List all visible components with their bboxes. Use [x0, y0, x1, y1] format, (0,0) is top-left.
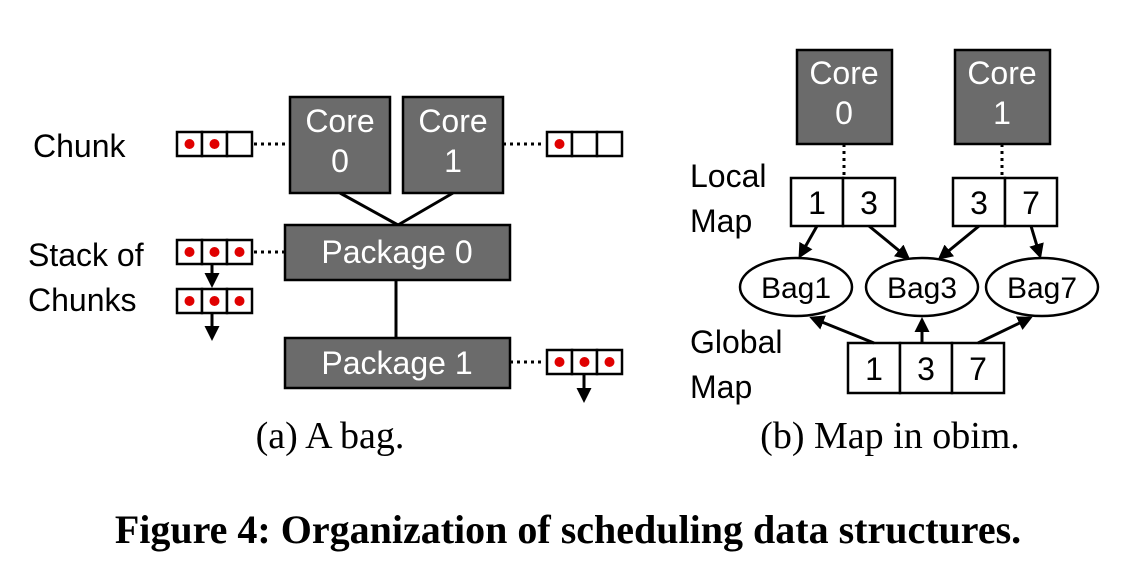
chunk-core1: [545, 130, 624, 158]
package-1-box: Package 1: [283, 336, 512, 390]
b-core-1-label-line2: 1: [993, 95, 1011, 131]
panel-a-caption: (a) A bag.: [256, 415, 405, 457]
panel-b-caption: (b) Map in obim.: [760, 415, 1020, 457]
stack-label-line1: Stack of: [28, 237, 144, 273]
b-core-0-label-line2: 0: [835, 95, 853, 131]
arrow-local-to-bag7: [1029, 225, 1044, 259]
stack-package0: [175, 238, 254, 341]
panel-a: Core 0 Core 1 Package 0 Package 1 Chunk …: [28, 95, 624, 457]
chunk-label: Chunk: [33, 128, 127, 164]
bag-7: Bag7: [984, 256, 1100, 318]
panel-b: Core 0 Core 1 Local Map Global Map 1 3 3…: [690, 48, 1100, 457]
global-map: 1 3 7: [846, 341, 1006, 395]
stack-package1: [545, 348, 624, 403]
package-0-label: Package 0: [321, 234, 472, 270]
b-core-1-label-line1: Core: [967, 55, 1036, 91]
local-map-core1: 3 7: [951, 176, 1059, 228]
chunk-item-dot: [554, 139, 565, 149]
core-1-label-line1: Core: [418, 103, 487, 139]
global-map-key: 7: [969, 351, 987, 387]
local-map-label-line2: Map: [690, 203, 752, 239]
local-map-core0-key: 1: [808, 185, 826, 221]
global-map-label-line1: Global: [690, 324, 783, 360]
core-0-label-line1: Core: [305, 103, 374, 139]
local-map-core0-key: 3: [860, 185, 878, 221]
arrow-local-to-bag3: [937, 224, 980, 260]
local-map-core0: 1 3: [789, 176, 897, 228]
local-map-core1-key: 7: [1022, 185, 1040, 221]
arrow-local-to-bag1: [798, 225, 819, 259]
chunk-item-dot: [209, 139, 220, 149]
global-map-key: 1: [865, 351, 883, 387]
global-map-key: 3: [917, 351, 935, 387]
bag-1-label: Bag1: [761, 272, 831, 305]
chunk-item-dot: [184, 139, 195, 149]
b-core-1-box: Core 1: [953, 48, 1052, 146]
edge-core0-package0: [339, 191, 399, 227]
edge-core1-package0: [397, 191, 454, 227]
figure-caption: Figure 4: Organization of scheduling dat…: [115, 507, 1021, 552]
package-1-label: Package 1: [321, 345, 472, 381]
b-core-0-box: Core 0: [795, 48, 894, 146]
arrow-local-to-bag3: [868, 224, 911, 260]
bag-3: Bag3: [864, 256, 980, 318]
core-1-box: Core 1: [401, 95, 505, 195]
local-map-core1-key: 3: [970, 185, 988, 221]
stack-label-line2: Chunks: [28, 282, 137, 318]
arrow-global-to-bag1: [809, 315, 875, 345]
core-1-label-line2: 1: [444, 143, 462, 179]
bag-3-label: Bag3: [887, 272, 957, 305]
bag-7-label: Bag7: [1007, 272, 1077, 305]
local-map-label-line1: Local: [690, 158, 767, 194]
bag-1: Bag1: [738, 256, 854, 318]
chunk-core0: [175, 130, 254, 158]
arrow-global-to-bag7: [977, 316, 1033, 345]
b-core-0-label-line1: Core: [809, 55, 878, 91]
core-0-label-line2: 0: [331, 143, 349, 179]
core-0-box: Core 0: [288, 95, 392, 195]
package-0-box: Package 0: [283, 223, 512, 282]
global-map-label-line2: Map: [690, 369, 752, 405]
